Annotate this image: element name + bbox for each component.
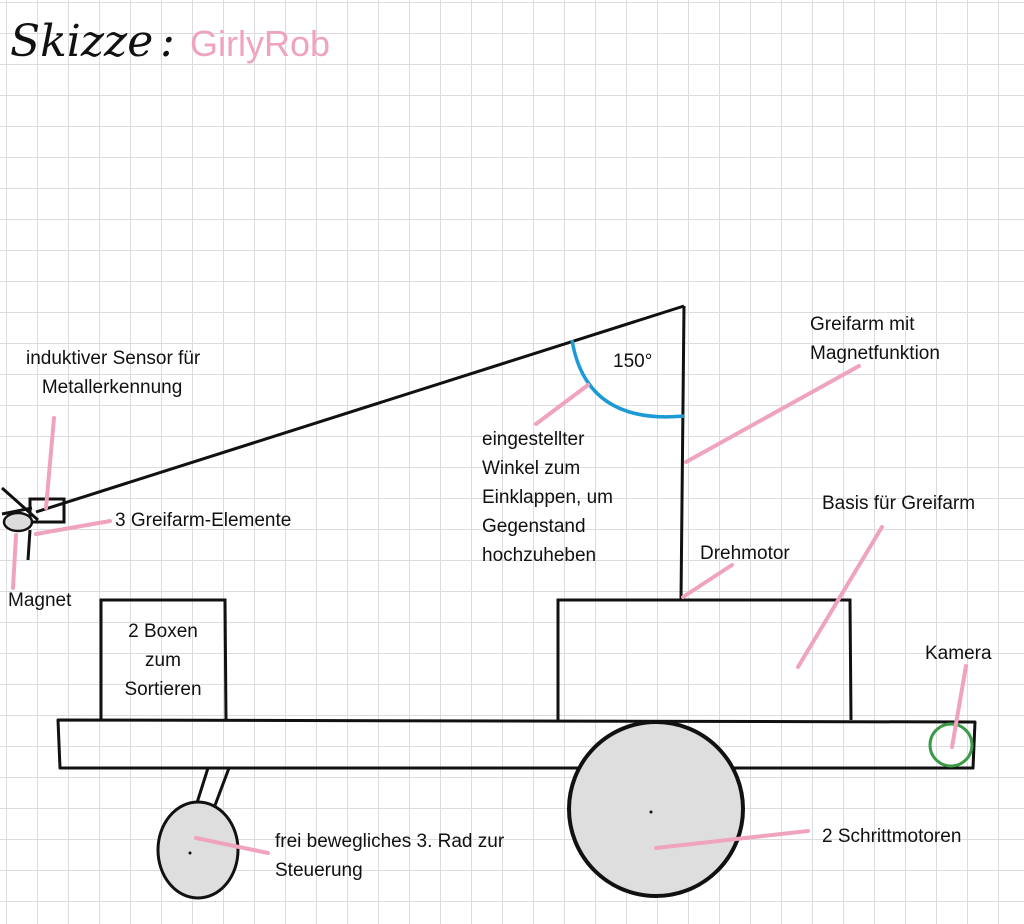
label-arm: Greifarm mit Magnetfunktion — [810, 314, 940, 364]
label-angle-description: eingestellter Winkel zum Einklappen, um … — [482, 429, 613, 566]
pointer-elements — [34, 519, 112, 536]
title-separator: : — [160, 16, 175, 67]
gripper-strokes — [1, 486, 39, 561]
angle-arc — [570, 339, 685, 419]
sorting-box — [99, 598, 228, 721]
project-name: GirlyRob — [190, 23, 331, 64]
label-base: Basis für Greifarm — [822, 493, 976, 514]
pointer-arm — [684, 364, 861, 464]
label-rotor: Drehmotor — [700, 543, 790, 564]
pointer-sensor — [44, 416, 56, 510]
pointer-steppers — [654, 829, 810, 850]
arm-base-block — [556, 598, 853, 721]
pointer-rotor — [681, 563, 734, 599]
label-steppers: 2 Schrittmotoren — [822, 826, 962, 847]
caster-fork-right — [212, 767, 231, 809]
caster-wheel — [156, 800, 240, 900]
label-elements: 3 Greifarm-Elemente — [115, 510, 292, 531]
label-caster: frei bewegliches 3. Rad zur Steuerung — [275, 831, 505, 881]
arm-mast — [679, 305, 686, 601]
magnet-shape — [2, 511, 34, 533]
label-sensor: induktiver Sensor für Metallerkennung — [26, 348, 201, 398]
camera-circle — [928, 722, 974, 768]
pointer-camera — [950, 664, 968, 749]
label-magnet: Magnet — [8, 590, 72, 611]
label-angle-value: 150° — [613, 351, 653, 372]
arm-boom — [35, 304, 685, 514]
pointer-base — [796, 525, 884, 669]
pointer-magnet — [11, 533, 18, 590]
pointer-angle — [534, 383, 590, 426]
label-camera: Kamera — [925, 643, 992, 664]
drive-wheel — [567, 720, 745, 898]
chassis-plate — [56, 718, 977, 770]
title-word: Skizze — [10, 16, 154, 67]
caster-fork-left — [194, 767, 210, 807]
label-boxes: 2 Boxen zum Sortieren — [124, 621, 202, 700]
pointer-caster — [194, 836, 270, 855]
